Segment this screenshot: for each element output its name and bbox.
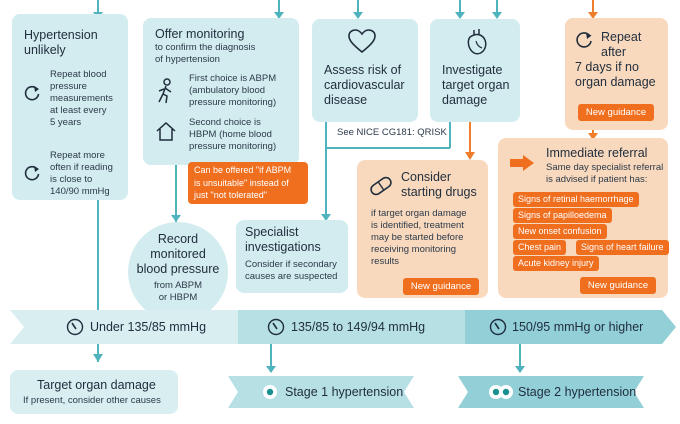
repeat-title-l2: after <box>601 45 627 59</box>
investigate-title-l2: target organ <box>442 78 510 92</box>
band-135-149: 135/85 to 149/94 mmHg <box>291 320 426 334</box>
investigate-title-l3: damage <box>442 93 488 107</box>
unlikely-item2-l3: is close to <box>50 174 93 185</box>
specialist-body-l2: causes are suspected <box>245 271 338 282</box>
drugs-body-l5: results <box>371 256 399 267</box>
offer-monitoring-box: Offer monitoring to confirm the diagnosi… <box>143 18 299 165</box>
target-organ-damage-box: Target organ damage If present, consider… <box>10 370 178 414</box>
repeat-new-guidance-badge: New guidance <box>578 104 654 121</box>
assess-title-l1: Assess risk of <box>324 63 402 77</box>
drugs-title-l1: Consider <box>401 170 452 184</box>
arrow-right-icon <box>510 155 534 171</box>
unlikely-item1-l1: Repeat blood <box>50 69 107 80</box>
consider-drugs-box: Consider starting drugs if target organ … <box>357 160 488 298</box>
band-150-higher: 150/95 mmHg or higher <box>512 320 644 334</box>
gauge-icon <box>267 318 285 336</box>
offer-note-l2: is unsuitable" instead of <box>194 177 289 188</box>
investigate-title-l1: Investigate <box>442 63 503 77</box>
record-title-l1: Record <box>157 232 199 246</box>
unlikely-item2-l2: often if reading <box>50 162 113 173</box>
repeat-cycle-icon <box>24 165 40 181</box>
referral-new-guidance-badge: New guidance <box>580 277 656 294</box>
referral-body-l2: is advised if patient has: <box>546 174 648 185</box>
unlikely-item2-l1: Repeat more <box>50 150 105 161</box>
record-sub-l1: from ABPM <box>153 280 203 291</box>
offer-note-badge: Can be offered "if ABPM is unsuitable" i… <box>188 162 308 204</box>
assess-title-l2: cardiovascular <box>324 78 405 92</box>
specialist-title-l2: investigations <box>245 240 321 254</box>
repeat-title-l1: Repeat <box>601 30 642 44</box>
unlikely-item2-l4: 140/90 mmHg <box>50 186 110 197</box>
drugs-body-l3: may be started before <box>371 232 464 243</box>
sign-retinal-haemorrhage: Signs of retinal haemorrhage <box>513 192 639 207</box>
record-title-l2: monitored <box>150 247 206 261</box>
stage1-label: Stage 1 hypertension <box>285 385 404 399</box>
record-sub-l2: or HBPM <box>158 292 198 303</box>
offer-subtitle-l2: of hypertension <box>155 54 220 65</box>
hypertension-unlikely-box: Hypertension unlikely Repeat blood press… <box>12 14 128 200</box>
gauge-icon <box>489 318 507 336</box>
offer-subtitle-l1: to confirm the diagnosis <box>155 42 256 53</box>
immediate-referral-box: Immediate referral Same day specialist r… <box>498 138 669 298</box>
heart-organ-icon <box>467 29 487 55</box>
unlikely-title-line1: Hypertension <box>24 28 98 42</box>
offer-first-l1: First choice is ABPM <box>189 73 277 84</box>
offer-second-l1: Second choice is <box>189 117 261 128</box>
offer-first-l2: (ambulatory blood <box>189 85 266 96</box>
home-icon <box>156 121 176 141</box>
offer-note-l3: just "not tolerated" <box>194 190 267 200</box>
stage2-label: Stage 2 hypertension <box>518 385 637 399</box>
heart-icon <box>348 29 376 54</box>
repeat-title-l4: organ damage <box>575 75 656 89</box>
drugs-title-l2: starting drugs <box>401 185 477 199</box>
stage2-dots-icon <box>489 385 513 399</box>
repeat-title-l3: 7 days if no <box>575 60 639 74</box>
assess-title-l3: disease <box>324 93 368 107</box>
offer-second-l2: HBPM (home blood <box>189 129 272 140</box>
referral-body-l1: Same day specialist referral <box>546 162 664 173</box>
drugs-body-l4: receiving monitoring <box>371 244 457 255</box>
band-under-135: Under 135/85 mmHg <box>90 320 207 334</box>
qrisk-link[interactable]: See NICE CG181: QRISK <box>337 127 447 138</box>
offer-note-l1: Can be offered "if ABPM <box>194 165 292 175</box>
walking-person-icon <box>158 78 172 104</box>
record-bp-circle: Record monitored blood pressure from ABP… <box>128 222 228 322</box>
sign-papilloedema: Signs of papilloedema <box>513 208 612 223</box>
sign-new-onset-confusion: New onset confusion <box>513 224 607 239</box>
drugs-new-guidance-badge: New guidance <box>403 278 479 295</box>
bp-bands <box>10 310 676 344</box>
unlikely-item1-l3: measurements <box>50 93 113 104</box>
pill-icon <box>370 176 392 196</box>
sign-acute-kidney-injury: Acute kidney injury <box>513 256 599 271</box>
drugs-body-l2: is identified, treatment <box>371 220 464 231</box>
referral-title: Immediate referral <box>546 146 648 160</box>
repeat-cycle-icon <box>24 85 40 101</box>
stage1-banner <box>228 376 414 408</box>
specialist-body-l1: Consider if secondary <box>245 259 337 270</box>
stage2-banner <box>458 376 644 408</box>
unlikely-item1-l2: pressure <box>50 81 87 92</box>
offer-title: Offer monitoring <box>155 27 245 41</box>
specialist-investigations-box: Specialist investigations Consider if se… <box>236 220 348 293</box>
unlikely-item1-l4: at least every <box>50 105 107 116</box>
record-title-l3: blood pressure <box>136 262 220 276</box>
unlikely-title-line2: unlikely <box>24 43 66 57</box>
gauge-icon <box>66 318 84 336</box>
offer-second-l3: pressure monitoring) <box>189 141 277 152</box>
repeat-cycle-icon <box>576 32 592 48</box>
target-sub: If present, consider other causes <box>23 395 161 406</box>
stage1-dot-icon <box>263 385 277 399</box>
sign-chest-pain: Chest pain <box>513 240 567 255</box>
repeat-box: Repeat after 7 days if no organ damage N… <box>565 18 668 130</box>
specialist-title-l1: Specialist <box>245 225 299 239</box>
assess-risk-box: Assess risk of cardiovascular disease <box>312 19 418 122</box>
offer-first-l3: pressure monitoring) <box>189 97 277 108</box>
unlikely-item1-l5: 5 years <box>50 117 82 128</box>
drugs-body-l1: if target organ damage <box>371 208 467 219</box>
investigate-box: Investigate target organ damage <box>430 19 520 122</box>
sign-heart-failure: Signs of heart failure <box>576 240 669 255</box>
target-title: Target organ damage <box>37 378 156 392</box>
